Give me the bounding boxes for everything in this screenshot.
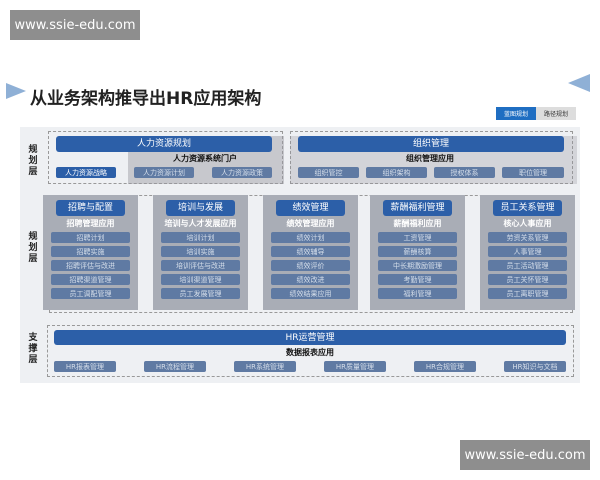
module-title[interactable]: 招聘与配置 [56,200,125,216]
module-item[interactable]: 人事管理 [488,246,567,257]
org-group [290,131,573,184]
support-item[interactable]: HR知识与文档 [504,361,566,372]
support-item[interactable]: HR系统管理 [234,361,296,372]
module-app: 绩效管理应用 [286,219,335,228]
hr-ops-bar[interactable]: HR运营管理 [54,330,566,345]
org-item[interactable]: 授权体系 [434,167,495,178]
module-title[interactable]: 培训与发展 [166,200,235,216]
module-item[interactable]: 员工离职管理 [488,288,567,299]
module-item[interactable]: 绩效计划 [271,232,350,243]
tab-path[interactable]: 路径规划 [536,107,577,120]
support-item[interactable]: HR质量管理 [324,361,386,372]
module-item[interactable]: 培训实施 [161,246,240,257]
tab-bar: 蓝图规划 路径规划 [496,107,577,120]
support-item[interactable]: HR合规管理 [414,361,476,372]
module-item[interactable]: 招聘计划 [51,232,130,243]
layer-label: 支撑层 [28,333,38,365]
module-app: 薪酬福利应用 [393,219,442,228]
module-item[interactable]: 工资管理 [378,232,457,243]
report-app: 数据报表应用 [286,348,334,357]
hr-planning-bar[interactable]: 人力资源规划 [56,136,272,152]
module-item[interactable]: 福利管理 [378,288,457,299]
module-item[interactable]: 培训计划 [161,232,240,243]
module-item[interactable]: 培训渠道管理 [161,274,240,285]
module-item[interactable]: 员工活动管理 [488,260,567,271]
module-item[interactable]: 招聘实施 [51,246,130,257]
module-item[interactable]: 劳资关系管理 [488,232,567,243]
module-item[interactable]: 绩效结果应用 [271,288,350,299]
module-item[interactable]: 招聘渠道管理 [51,274,130,285]
module-item[interactable]: 员工发展管理 [161,288,240,299]
hr-portal-app: 人力资源系统门户 [173,154,237,163]
page-title: 从业务架构推导出HR应用架构 [30,89,262,109]
layer-label: 规划层 [28,232,38,264]
module-app: 招聘管理应用 [66,219,115,228]
module-item[interactable]: 绩效辅导 [271,246,350,257]
module-item[interactable]: 考勤管理 [378,274,457,285]
support-item[interactable]: HR报表管理 [54,361,116,372]
module-item[interactable]: 员工调配管理 [51,288,130,299]
layer-label: 规划层 [28,145,38,177]
support-group [47,325,574,377]
hr-item[interactable]: 人力资源计划 [134,167,194,178]
module-item[interactable]: 招聘评估与改进 [51,260,130,271]
module-item[interactable]: 员工关怀管理 [488,274,567,285]
module-title[interactable]: 员工关系管理 [493,200,562,216]
org-item[interactable]: 组织架构 [366,167,427,178]
org-item[interactable]: 职位管理 [502,167,564,178]
org-bar[interactable]: 组织管理 [298,136,564,152]
tab-blueprint[interactable]: 蓝图规划 [496,107,537,120]
paper-plane-icon [6,83,26,99]
module-title[interactable]: 薪酬福利管理 [383,200,452,216]
support-item[interactable]: HR流程管理 [144,361,206,372]
module-app: 培训与人才发展应用 [164,219,237,228]
org-app: 组织管理应用 [406,154,454,163]
hr-item[interactable]: 人力资源政策 [212,167,272,178]
paper-plane-icon [568,74,590,92]
module-title[interactable]: 绩效管理 [276,200,345,216]
module-item[interactable]: 绩效改进 [271,274,350,285]
org-item[interactable]: 组织管控 [298,167,359,178]
watermark: www.ssie-edu.com [10,10,140,40]
module-item[interactable]: 薪酬核算 [378,246,457,257]
module-app: 核心人事应用 [503,219,552,228]
watermark: www.ssie-edu.com [460,440,590,470]
module-item[interactable]: 中长期激励管理 [378,260,457,271]
module-item[interactable]: 绩效评价 [271,260,350,271]
hr-item[interactable]: 人力资源战略 [56,167,116,178]
hr-planning-group [48,131,283,184]
module-item[interactable]: 培训评估与改进 [161,260,240,271]
